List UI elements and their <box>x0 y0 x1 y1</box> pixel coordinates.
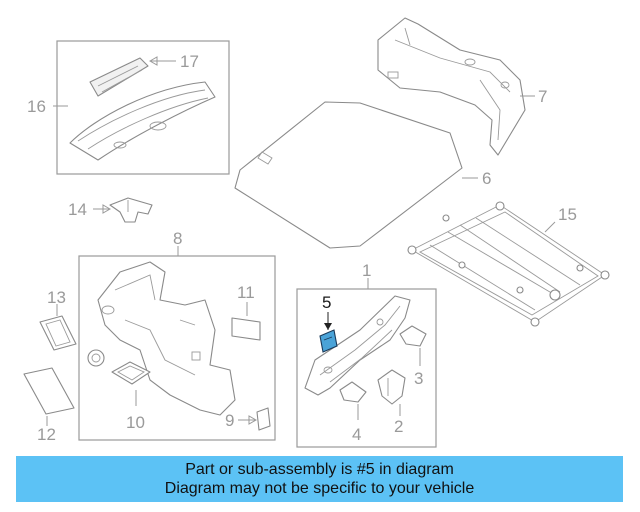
grommet-part-8b <box>87 349 105 367</box>
callout-13: 13 <box>47 288 66 307</box>
callout-3: 3 <box>414 369 423 388</box>
callout-2: 2 <box>394 417 403 436</box>
sill-trim-part-1 <box>304 295 411 396</box>
clip-part-14 <box>109 197 153 223</box>
cargo-net-part-15 <box>407 201 610 327</box>
floor-mat-part-6 <box>234 101 463 249</box>
callout-7: 7 <box>538 87 547 106</box>
info-banner: Part or sub-assembly is #5 in diagram Di… <box>16 456 623 502</box>
arrow-5 <box>324 323 332 330</box>
callout-5: 5 <box>322 293 331 312</box>
callout-16: 16 <box>27 97 46 116</box>
clip-part-3 <box>399 325 427 347</box>
arrow-17 <box>148 56 158 66</box>
label-part-11 <box>231 317 261 341</box>
callout-10: 10 <box>126 413 145 432</box>
pad-part-10 <box>111 361 151 385</box>
callout-14: 14 <box>68 200 87 219</box>
plate-part-13 <box>39 315 77 351</box>
group-8-box <box>78 255 276 441</box>
callout-15: 15 <box>558 205 577 224</box>
arrow-14 <box>102 204 112 214</box>
callout-12: 12 <box>37 425 56 444</box>
bracket-part-2 <box>377 369 406 405</box>
callout-17: 17 <box>180 52 199 71</box>
bracket-part-17 <box>89 57 149 97</box>
callout-9: 9 <box>225 411 234 430</box>
side-trim-part-7 <box>377 17 526 156</box>
highlighted-part-5 <box>319 329 338 353</box>
arrow-9 <box>248 415 258 425</box>
callout-1: 1 <box>362 261 371 280</box>
tonneau-cover-part-16 <box>69 81 216 161</box>
clip-part-4 <box>339 381 367 403</box>
callout-8: 8 <box>173 229 182 248</box>
leader-15 <box>544 221 556 233</box>
side-panel-part-8 <box>97 261 236 416</box>
group-1-box <box>296 288 437 448</box>
banner-line-1: Part or sub-assembly is #5 in diagram <box>185 461 454 478</box>
tag-part-9 <box>256 407 271 431</box>
callout-4: 4 <box>352 425 361 444</box>
callout-6: 6 <box>482 169 491 188</box>
group-16-box <box>56 40 230 175</box>
callout-11: 11 <box>237 283 255 302</box>
panel-part-12 <box>23 367 75 415</box>
banner-line-2: Diagram may not be specific to your vehi… <box>164 480 475 497</box>
